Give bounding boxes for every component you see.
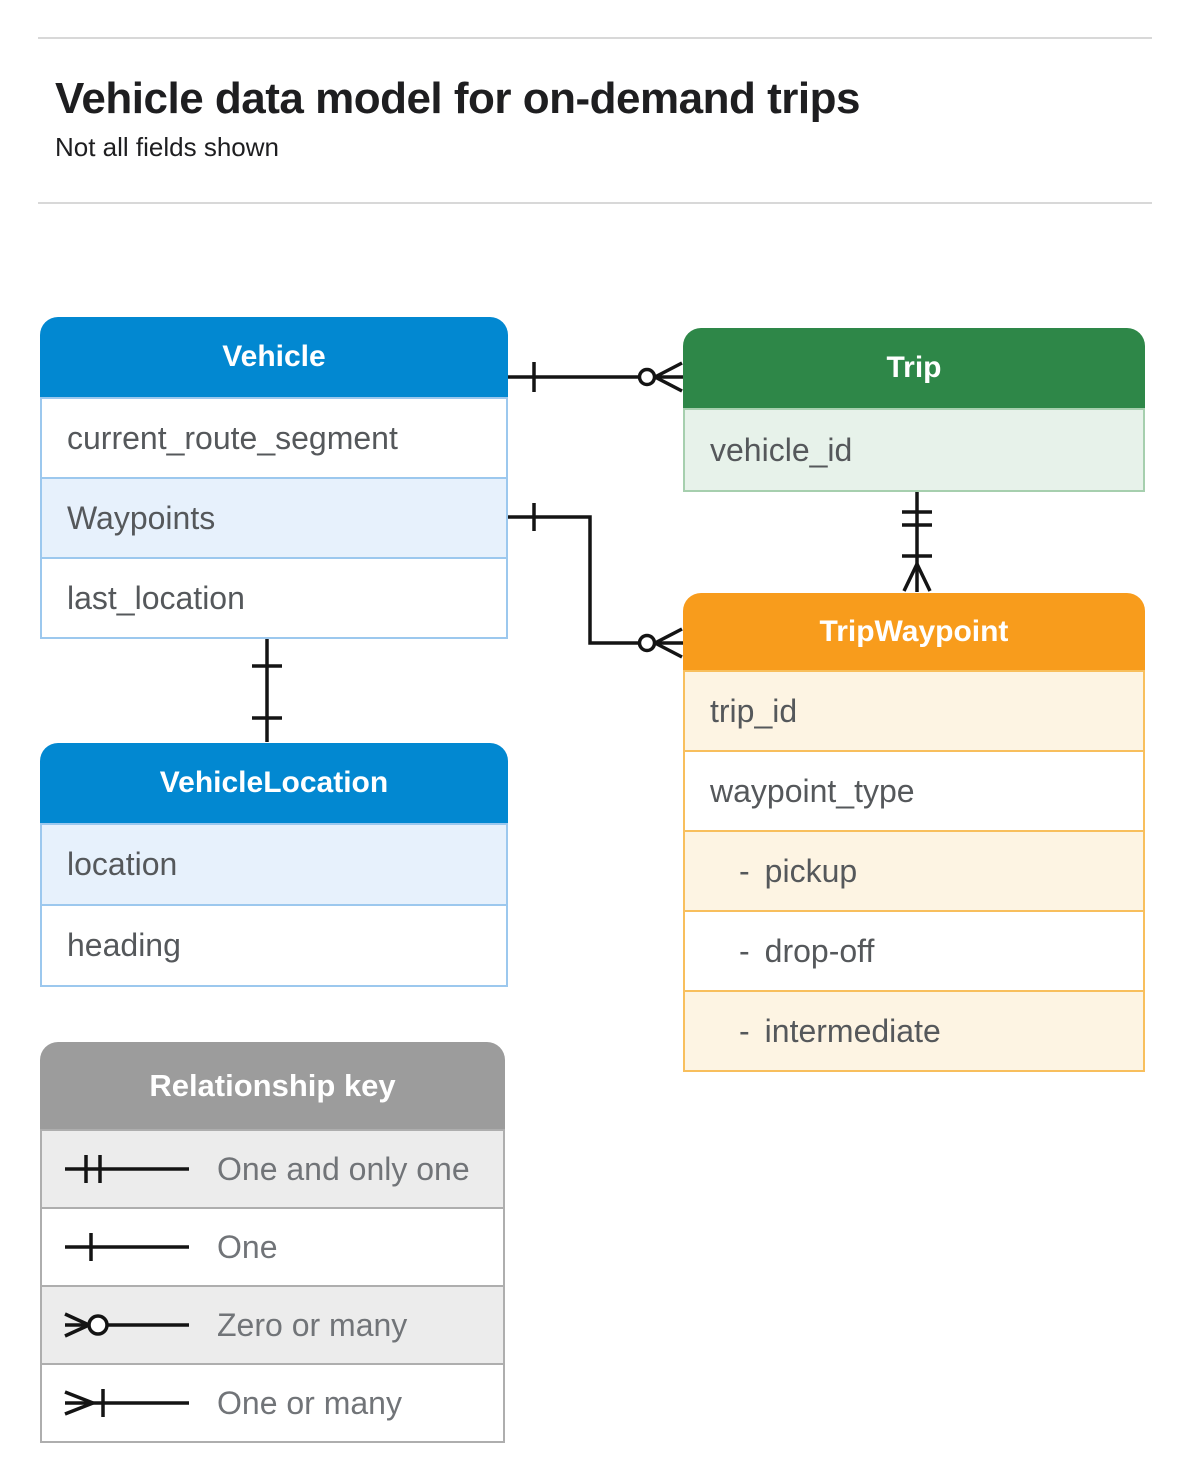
legend-item-zero-or-many: Zero or many — [42, 1285, 503, 1363]
field-label: location — [67, 846, 178, 882]
crow-foot-icon — [902, 563, 932, 592]
relationship-key-title: Relationship key — [40, 1042, 505, 1129]
legend-label: One — [217, 1228, 278, 1265]
field-label: heading — [67, 927, 181, 963]
table-trip-body: vehicle_id — [683, 408, 1145, 492]
field-waypoint-type-pickup: - pickup — [685, 830, 1143, 910]
one-and-only-one-ticks-icon — [902, 510, 932, 527]
legend-label: One or many — [217, 1384, 402, 1421]
field-label: pickup — [764, 852, 858, 889]
crow-foot-icon — [654, 361, 683, 393]
field-label: current_route_segment — [67, 419, 398, 456]
field-heading: heading — [42, 904, 506, 985]
table-vehiclelocation-body: location heading — [40, 823, 508, 987]
table-tripwaypoint: TripWaypoint trip_id waypoint_type - pic… — [683, 593, 1145, 1072]
dash-bullet: - — [739, 932, 750, 969]
table-vehiclelocation-title: VehicleLocation — [40, 743, 508, 823]
field-label: last_location — [67, 579, 245, 616]
one-and-only-one-icon — [65, 1155, 189, 1183]
legend-item-one: One — [42, 1207, 503, 1285]
connector-vehicle-vehiclelocation — [252, 637, 282, 742]
relationship-key-body: One and only one One Zero or many One or… — [40, 1129, 505, 1443]
connector-waypoints-tripwaypoint — [508, 503, 683, 659]
table-vehicle-body: current_route_segment Waypoints last_loc… — [40, 397, 508, 639]
zero-or-many-icon — [64, 1312, 189, 1338]
one-icon — [65, 1233, 189, 1261]
field-waypoints: Waypoints — [42, 477, 506, 557]
connector-trip-tripwaypoint — [902, 490, 932, 592]
crow-foot-icon — [654, 627, 683, 659]
legend-item-one-and-only-one: One and only one — [42, 1129, 503, 1207]
relationship-key: Relationship key One and only one One Ze… — [40, 1042, 505, 1443]
legend-item-one-or-many: One or many — [42, 1363, 503, 1441]
field-waypoint-type: waypoint_type — [685, 750, 1143, 830]
field-trip-id: trip_id — [685, 670, 1143, 750]
top-divider — [38, 37, 1152, 39]
field-label: intermediate — [764, 1012, 941, 1049]
zero-circle-icon — [637, 633, 657, 653]
table-vehicle-title: Vehicle — [40, 317, 508, 397]
field-label: trip_id — [710, 692, 798, 729]
table-tripwaypoint-body: trip_id waypoint_type - pickup - drop-of… — [683, 670, 1145, 1072]
connector-vehicle-trip — [508, 361, 683, 393]
table-vehiclelocation: VehicleLocation location heading — [40, 743, 508, 987]
field-label: Waypoints — [67, 499, 216, 536]
table-trip: Trip vehicle_id — [683, 328, 1145, 492]
table-vehicle: Vehicle current_route_segment Waypoints … — [40, 317, 508, 639]
legend-label: Zero or many — [217, 1306, 408, 1343]
legend-label: One and only one — [217, 1150, 470, 1187]
dash-bullet: - — [739, 852, 750, 889]
field-last-location: last_location — [42, 557, 506, 637]
table-trip-title: Trip — [683, 328, 1145, 408]
field-current-route-segment: current_route_segment — [42, 397, 506, 477]
page-title: Vehicle data model for on-demand trips — [55, 74, 860, 123]
field-vehicle-id: vehicle_id — [685, 408, 1143, 490]
page-subtitle: Not all fields shown — [55, 132, 279, 162]
field-label: vehicle_id — [710, 431, 853, 468]
dash-bullet: - — [739, 1012, 750, 1049]
header-divider — [38, 202, 1152, 204]
zero-circle-icon — [637, 367, 657, 387]
field-waypoint-type-intermediate: - intermediate — [685, 990, 1143, 1070]
one-or-many-icon — [64, 1389, 189, 1417]
table-tripwaypoint-title: TripWaypoint — [683, 593, 1145, 670]
field-label: waypoint_type — [710, 772, 915, 809]
field-location: location — [42, 823, 506, 904]
field-label: drop-off — [764, 932, 875, 969]
field-waypoint-type-dropoff: - drop-off — [685, 910, 1143, 990]
